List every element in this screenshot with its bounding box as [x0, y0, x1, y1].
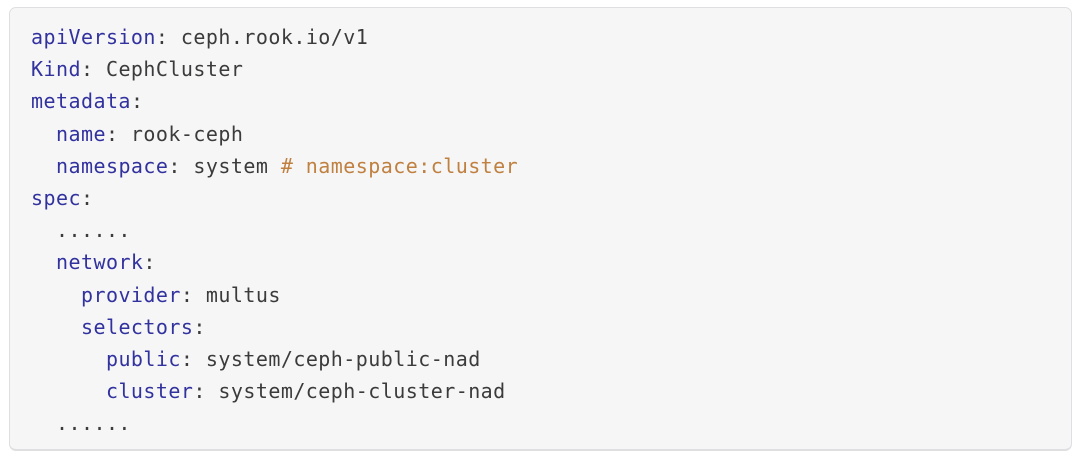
- yaml-key: selectors: [80, 314, 194, 339]
- yaml-text: :: [143, 250, 156, 275]
- yaml-text: [31, 283, 81, 307]
- yaml-comment: # namespace:cluster: [280, 153, 519, 178]
- yaml-text: [31, 154, 56, 178]
- yaml-text: : rook-ceph: [105, 121, 244, 146]
- code-line: provider: multus: [31, 279, 1051, 311]
- yaml-text: [31, 315, 81, 339]
- yaml-key: namespace: [55, 153, 169, 178]
- yaml-key: cluster: [105, 379, 194, 404]
- code-line: ......: [31, 214, 1051, 246]
- yaml-text: : ceph.rook.io/v1: [155, 25, 369, 49]
- code-line: metadata:: [31, 85, 1051, 117]
- yaml-key: name: [55, 121, 106, 146]
- yaml-key: spec: [31, 186, 81, 211]
- yaml-text: ......: [31, 411, 131, 436]
- yaml-key: Kind: [31, 57, 81, 82]
- yaml-key: apiVersion: [31, 25, 156, 49]
- yaml-key: network: [55, 250, 144, 275]
- yaml-text: [31, 122, 56, 146]
- yaml-text: [31, 379, 106, 403]
- code-line: apiVersion: ceph.rook.io/v1: [31, 21, 1051, 53]
- yaml-text: :: [80, 186, 94, 211]
- yaml-key: public: [105, 347, 181, 372]
- yaml-text: : system/ceph-cluster-nad: [193, 379, 506, 404]
- yaml-text: : CephCluster: [80, 57, 244, 82]
- code-line: cluster: system/ceph-cluster-nad: [31, 375, 1051, 407]
- yaml-text: ......: [31, 218, 131, 243]
- code-line: Kind: CephCluster: [31, 53, 1051, 85]
- yaml-text: : system: [168, 153, 281, 178]
- yaml-text: :: [193, 314, 206, 339]
- yaml-text: [31, 250, 56, 274]
- yaml-text: :: [130, 89, 144, 114]
- yaml-text: : multus: [180, 282, 281, 307]
- yaml-key: metadata: [31, 89, 131, 114]
- code-line: name: rook-ceph: [31, 118, 1051, 150]
- yaml-text: : system/ceph-public-nad: [180, 347, 481, 372]
- code-line: network:: [31, 246, 1051, 278]
- code-line: namespace: system # namespace:cluster: [31, 150, 1051, 182]
- yaml-text: [31, 347, 106, 371]
- code-line: selectors:: [31, 311, 1051, 343]
- code-line: public: system/ceph-public-nad: [31, 343, 1051, 375]
- code-line: spec:: [31, 182, 1051, 214]
- code-line: ......: [31, 407, 1051, 439]
- yaml-key: provider: [80, 282, 181, 307]
